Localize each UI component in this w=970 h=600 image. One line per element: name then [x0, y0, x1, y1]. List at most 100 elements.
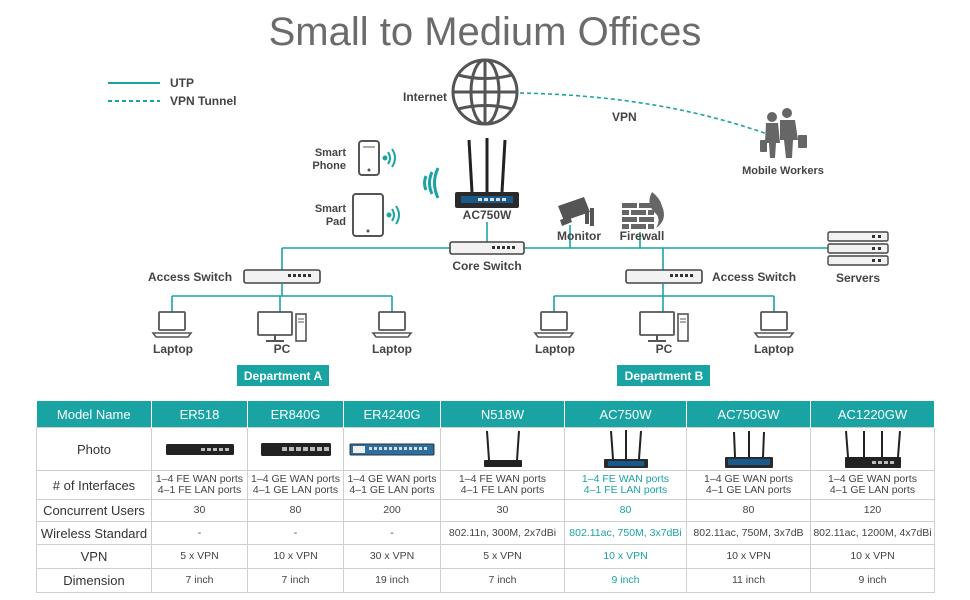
smart-phone-label-2: Phone	[312, 160, 346, 172]
vpn-ac1220gw: 10 x VPN	[810, 544, 935, 569]
er840g-device-image	[260, 443, 331, 456]
core-switch-icon	[449, 241, 525, 255]
internet-label: Internet	[403, 90, 447, 104]
er518-device-image	[165, 444, 234, 455]
photo-ac1220gw	[810, 427, 935, 471]
dept-a-pc-label: PC	[274, 342, 291, 356]
tablet-icon	[352, 193, 384, 237]
table-row-vpn: VPN 5 x VPN 10 x VPN 30 x VPN 5 x VPN 10…	[36, 544, 935, 569]
header-er4240g: ER4240G	[343, 401, 441, 428]
dept-a-laptop-1-label: Laptop	[153, 342, 193, 356]
access-switch-right-icon	[625, 269, 703, 284]
utp-links	[171, 222, 828, 312]
photo-er518	[151, 427, 248, 471]
smartphone-icon	[358, 140, 380, 176]
access-switch-right-label: Access Switch	[712, 270, 796, 284]
mobile-workers-icon	[760, 108, 807, 158]
department-b-badge	[617, 365, 710, 386]
dimension-ac750gw: 11 inch	[686, 568, 811, 593]
department-a-badge	[237, 365, 329, 386]
header-er840g: ER840G	[247, 401, 344, 428]
ac750gw-device-image	[724, 431, 773, 468]
dimension-er840g: 7 inch	[247, 568, 344, 593]
wireless-er518: -	[151, 521, 248, 545]
users-er518: 30	[151, 499, 248, 522]
dimension-ac1220gw: 9 inch	[810, 568, 935, 593]
laptop-icon	[151, 311, 193, 338]
photo-er840g	[247, 427, 344, 471]
row-label-wireless-standard: Wireless Standard	[36, 521, 152, 545]
vpn-ac750w: 10 x VPN	[564, 544, 687, 569]
users-ac750gw: 80	[686, 499, 811, 522]
photo-n518w	[440, 427, 565, 471]
interfaces-wan: 1–4 FE WAN ports	[581, 473, 670, 485]
wifi-broadcast-icon	[423, 167, 440, 199]
n518w-device-image	[483, 430, 522, 467]
interfaces-lan: 4–1 FE LAN ports	[460, 484, 545, 496]
wifi-signal-icon	[382, 148, 396, 168]
table-row-concurrent-users: Concurrent Users 30 80 200 30 80 80 120	[36, 499, 935, 522]
interfaces-wan: 1–4 FE WAN ports	[458, 473, 547, 485]
table-row-dimension: Dimension 7 inch 7 inch 19 inch 7 inch 9…	[36, 568, 935, 593]
interfaces-wan: 1–4 FE WAN ports	[155, 473, 244, 485]
servers-label: Servers	[836, 271, 880, 285]
header-ac750gw: AC750GW	[686, 401, 811, 428]
access-switch-left-icon	[243, 269, 321, 284]
legend-vpn-label: VPN Tunnel	[170, 94, 236, 108]
users-er4240g: 200	[343, 499, 441, 522]
interfaces-lan: 4–1 GE LAN ports	[349, 484, 435, 496]
users-n518w: 30	[440, 499, 565, 522]
smart-pad-label-2: Pad	[326, 216, 346, 228]
dept-b-pc-label: PC	[656, 342, 673, 356]
interfaces-lan: 4–1 FE LAN ports	[157, 484, 242, 496]
row-label-vpn: VPN	[36, 544, 152, 569]
pc-icon	[639, 311, 689, 342]
interfaces-wan: 1–4 GE WAN ports	[251, 473, 340, 485]
model-comparison-table: Model Name ER518 ER840G ER4240G N518W AC…	[36, 401, 935, 593]
dimension-ac750w: 9 inch	[564, 568, 687, 593]
interfaces-lan: 4–1 GE LAN ports	[829, 484, 916, 496]
header-er518: ER518	[151, 401, 248, 428]
server-rack-icon	[827, 231, 889, 266]
wireless-ac750w: 802.11ac, 750M, 3x7dBi	[564, 521, 687, 545]
legend-utp-label: UTP	[170, 76, 194, 90]
users-ac750w: 80	[564, 499, 687, 522]
router-icon	[455, 138, 519, 208]
interfaces-lan: 4–1 FE LAN ports	[583, 484, 668, 496]
header-ac750w: AC750W	[564, 401, 687, 428]
smart-pad-label-1: Smart	[315, 203, 347, 215]
wireless-er4240g: -	[343, 521, 441, 545]
header-ac1220gw: AC1220GW	[810, 401, 935, 428]
photo-ac750gw	[686, 427, 811, 471]
dimension-n518w: 7 inch	[440, 568, 565, 593]
users-er840g: 80	[247, 499, 344, 522]
interfaces-lan: 4–1 GE LAN ports	[252, 484, 339, 496]
laptop-icon	[371, 311, 413, 338]
row-label-interfaces: # of Interfaces	[36, 470, 152, 500]
row-label-dimension: Dimension	[36, 568, 152, 593]
smart-phone-label-1: Smart	[315, 147, 347, 159]
access-switch-left-label: Access Switch	[148, 270, 232, 284]
interfaces-lan: 4–1 GE LAN ports	[705, 484, 792, 496]
dimension-er4240g: 19 inch	[343, 568, 441, 593]
wireless-ac1220gw: 802.11ac, 1200M, 4x7dBi	[810, 521, 935, 545]
monitor-label: Monitor	[557, 229, 601, 243]
legend: UTP VPN Tunnel	[108, 76, 236, 108]
users-ac1220gw: 120	[810, 499, 935, 522]
vpn-er840g: 10 x VPN	[247, 544, 344, 569]
interfaces-wan: 1–4 GE WAN ports	[828, 473, 917, 485]
network-diagram: Small to Medium Offices UTP VPN Tunnel V…	[108, 10, 889, 386]
ac1220gw-device-image	[844, 430, 901, 468]
core-switch-label: Core Switch	[452, 259, 521, 273]
pc-icon	[257, 311, 307, 342]
firewall-icon	[622, 192, 664, 229]
table-row-wireless-standard: Wireless Standard - - - 802.11n, 300M, 2…	[36, 521, 935, 545]
department-a-label: Department A	[244, 369, 323, 383]
